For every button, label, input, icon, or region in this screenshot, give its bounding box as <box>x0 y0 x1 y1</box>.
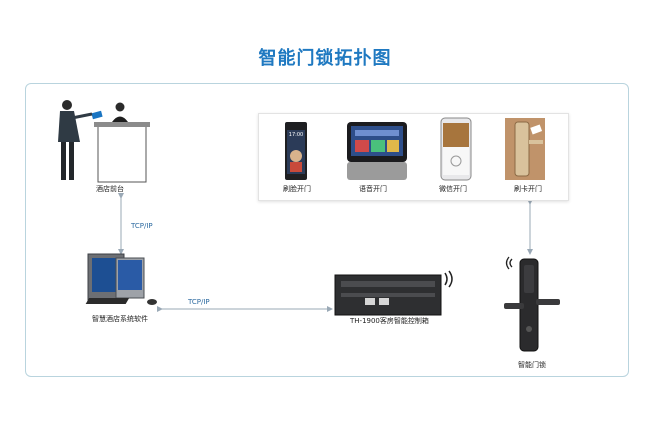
smart-lock-illustration <box>504 256 560 352</box>
face-terminal-icon <box>285 122 307 180</box>
face-terminal-time: 17:00 <box>288 132 304 138</box>
front-desk-label: 酒店前台 <box>96 185 124 193</box>
unlock-method-label-2: 微信开门 <box>439 185 467 193</box>
smart-speaker-icon <box>347 122 407 180</box>
controller-label: TH-1900客房智能控制箱 <box>350 317 429 325</box>
diagram-title: 智能门锁拓扑图 <box>258 48 392 69</box>
controller-node <box>333 265 457 317</box>
unlock-method-label-1: 语音开门 <box>359 185 387 193</box>
card-lock-icon <box>505 118 545 180</box>
tcpip-label-horizontal: TCP/IP <box>188 298 210 306</box>
unlock-methods-panel: 17:00 刷脸开门 语音开门 微信开门 刷卡开 <box>258 113 569 201</box>
diagram-frame <box>25 83 629 377</box>
smart-lock-node <box>502 255 562 355</box>
unlock-method-label-3: 刷卡开门 <box>514 185 542 193</box>
voice-unlock-device <box>345 122 409 180</box>
hotel-software-node <box>78 248 168 310</box>
front-desk-illustration <box>58 100 150 183</box>
unlock-method-label-0: 刷脸开门 <box>283 185 311 193</box>
hotel-software-label: 智慧酒店系统软件 <box>92 315 148 323</box>
front-desk-node <box>54 98 154 188</box>
card-unlock-device <box>505 118 545 180</box>
tcpip-label-vertical: TCP/IP <box>131 222 153 230</box>
face-unlock-device: 17:00 <box>285 122 307 180</box>
computer-illustration <box>85 253 157 305</box>
smart-lock-label: 智能门锁 <box>518 361 546 369</box>
wechat-unlock-device <box>440 117 472 181</box>
controller-illustration <box>334 270 453 316</box>
phone-icon <box>440 117 472 181</box>
